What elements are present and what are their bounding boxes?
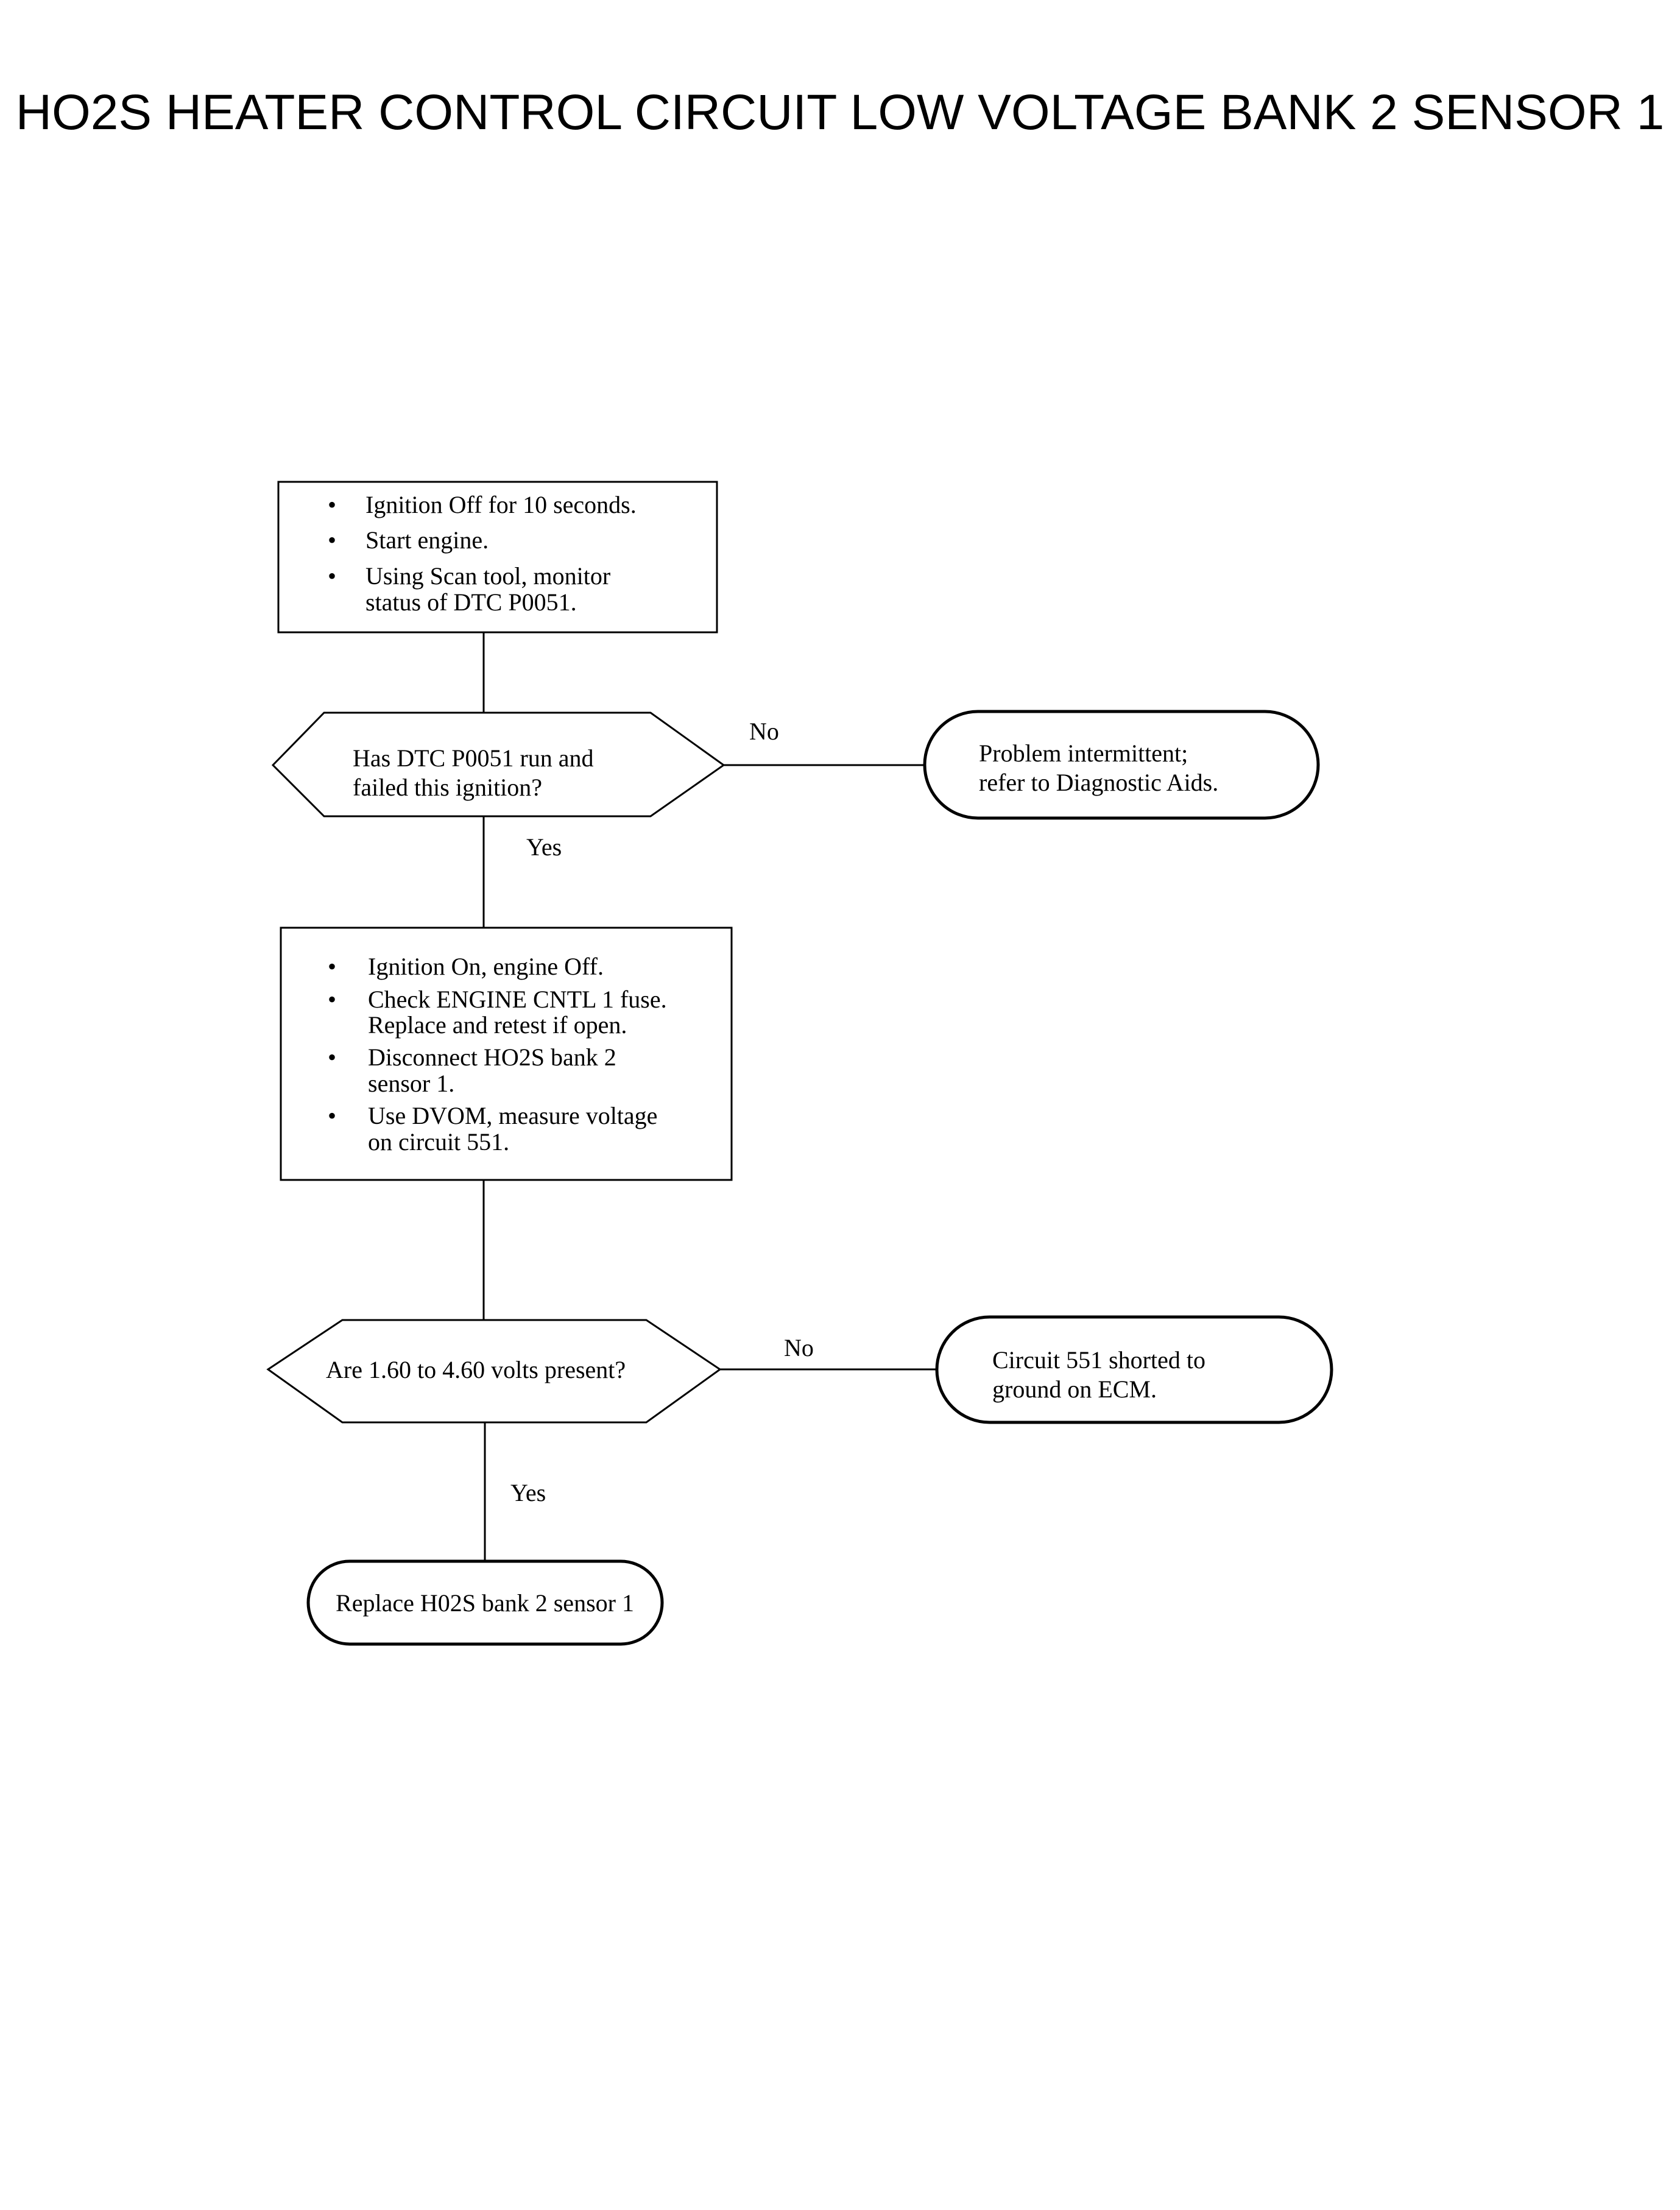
terminal-replace-sensor: Replace H02S bank 2 sensor 1 xyxy=(306,1559,664,1646)
terminal-problem-intermittent: Problem intermittent; refer to Diagnosti… xyxy=(923,710,1320,820)
step2-item-2: • Check ENGINE CNTL 1 fuse. Replace and … xyxy=(328,986,667,1039)
bullet-marker: • xyxy=(328,986,336,1013)
step1-bullet-list: • Ignition Off for 10 seconds. • Start e… xyxy=(328,491,637,616)
terminal2-line: Circuit 551 shorted to xyxy=(992,1346,1205,1374)
decision1-question-line: failed this ignition? xyxy=(353,774,542,801)
decision1-no-label: No xyxy=(749,718,779,745)
bullet-marker: • xyxy=(328,953,336,980)
step2-bullet-list: • Ignition On, engine Off. • Check ENGIN… xyxy=(328,953,667,1156)
decision1-question-line: Has DTC P0051 run and xyxy=(353,744,594,772)
terminal3-line: Replace H02S bank 2 sensor 1 xyxy=(336,1589,634,1617)
terminal-circuit-shorted: Circuit 551 shorted to ground on ECM. xyxy=(935,1315,1333,1424)
step2-line: Use DVOM, measure voltage xyxy=(368,1102,657,1129)
step2-item-1: • Ignition On, engine Off. xyxy=(328,953,604,980)
step1-item-2: • Start engine. xyxy=(328,526,489,554)
page-title: HO2S HEATER CONTROL CIRCUIT LOW VOLTAGE … xyxy=(16,85,1665,140)
process-box-step2: • Ignition On, engine Off. • Check ENGIN… xyxy=(280,927,733,1181)
step2-line: Check ENGINE CNTL 1 fuse. xyxy=(368,986,667,1013)
step2-line: Ignition On, engine Off. xyxy=(368,953,604,980)
decision2-yes-label: Yes xyxy=(510,1479,546,1506)
step1-line: Start engine. xyxy=(365,526,489,554)
decision2-no-label: No xyxy=(784,1334,814,1361)
terminal1-line: Problem intermittent; xyxy=(979,740,1188,767)
bullet-marker: • xyxy=(328,526,336,554)
decision-diamond-2: Are 1.60 to 4.60 volts present? xyxy=(266,1319,722,1424)
step2-line: Replace and retest if open. xyxy=(368,1011,627,1039)
step1-item-1: • Ignition Off for 10 seconds. xyxy=(328,491,637,518)
step2-item-4: • Use DVOM, measure voltage on circuit 5… xyxy=(328,1102,657,1156)
step2-line: on circuit 551. xyxy=(368,1128,509,1156)
step1-line: status of DTC P0051. xyxy=(365,588,577,616)
decision-diamond-1: Has DTC P0051 run and failed this igniti… xyxy=(271,711,725,817)
step2-line: Disconnect HO2S bank 2 xyxy=(368,1043,616,1071)
terminal1-line: refer to Diagnostic Aids. xyxy=(979,769,1218,796)
step2-line: sensor 1. xyxy=(368,1070,454,1097)
bullet-marker: • xyxy=(328,1102,336,1129)
step2-item-3: • Disconnect HO2S bank 2 sensor 1. xyxy=(328,1043,616,1097)
process-box-step1: • Ignition Off for 10 seconds. • Start e… xyxy=(277,481,718,634)
terminal2-line: ground on ECM. xyxy=(992,1375,1157,1403)
step1-line: Ignition Off for 10 seconds. xyxy=(365,491,637,518)
step1-item-3: • Using Scan tool, monitor status of DTC… xyxy=(328,562,610,616)
bullet-marker: • xyxy=(328,1043,336,1071)
bullet-marker: • xyxy=(328,491,336,518)
decision2-question-line: Are 1.60 to 4.60 volts present? xyxy=(326,1356,626,1383)
decision1-yes-label: Yes xyxy=(526,833,562,861)
step1-line: Using Scan tool, monitor xyxy=(365,562,610,590)
bullet-marker: • xyxy=(328,562,336,590)
